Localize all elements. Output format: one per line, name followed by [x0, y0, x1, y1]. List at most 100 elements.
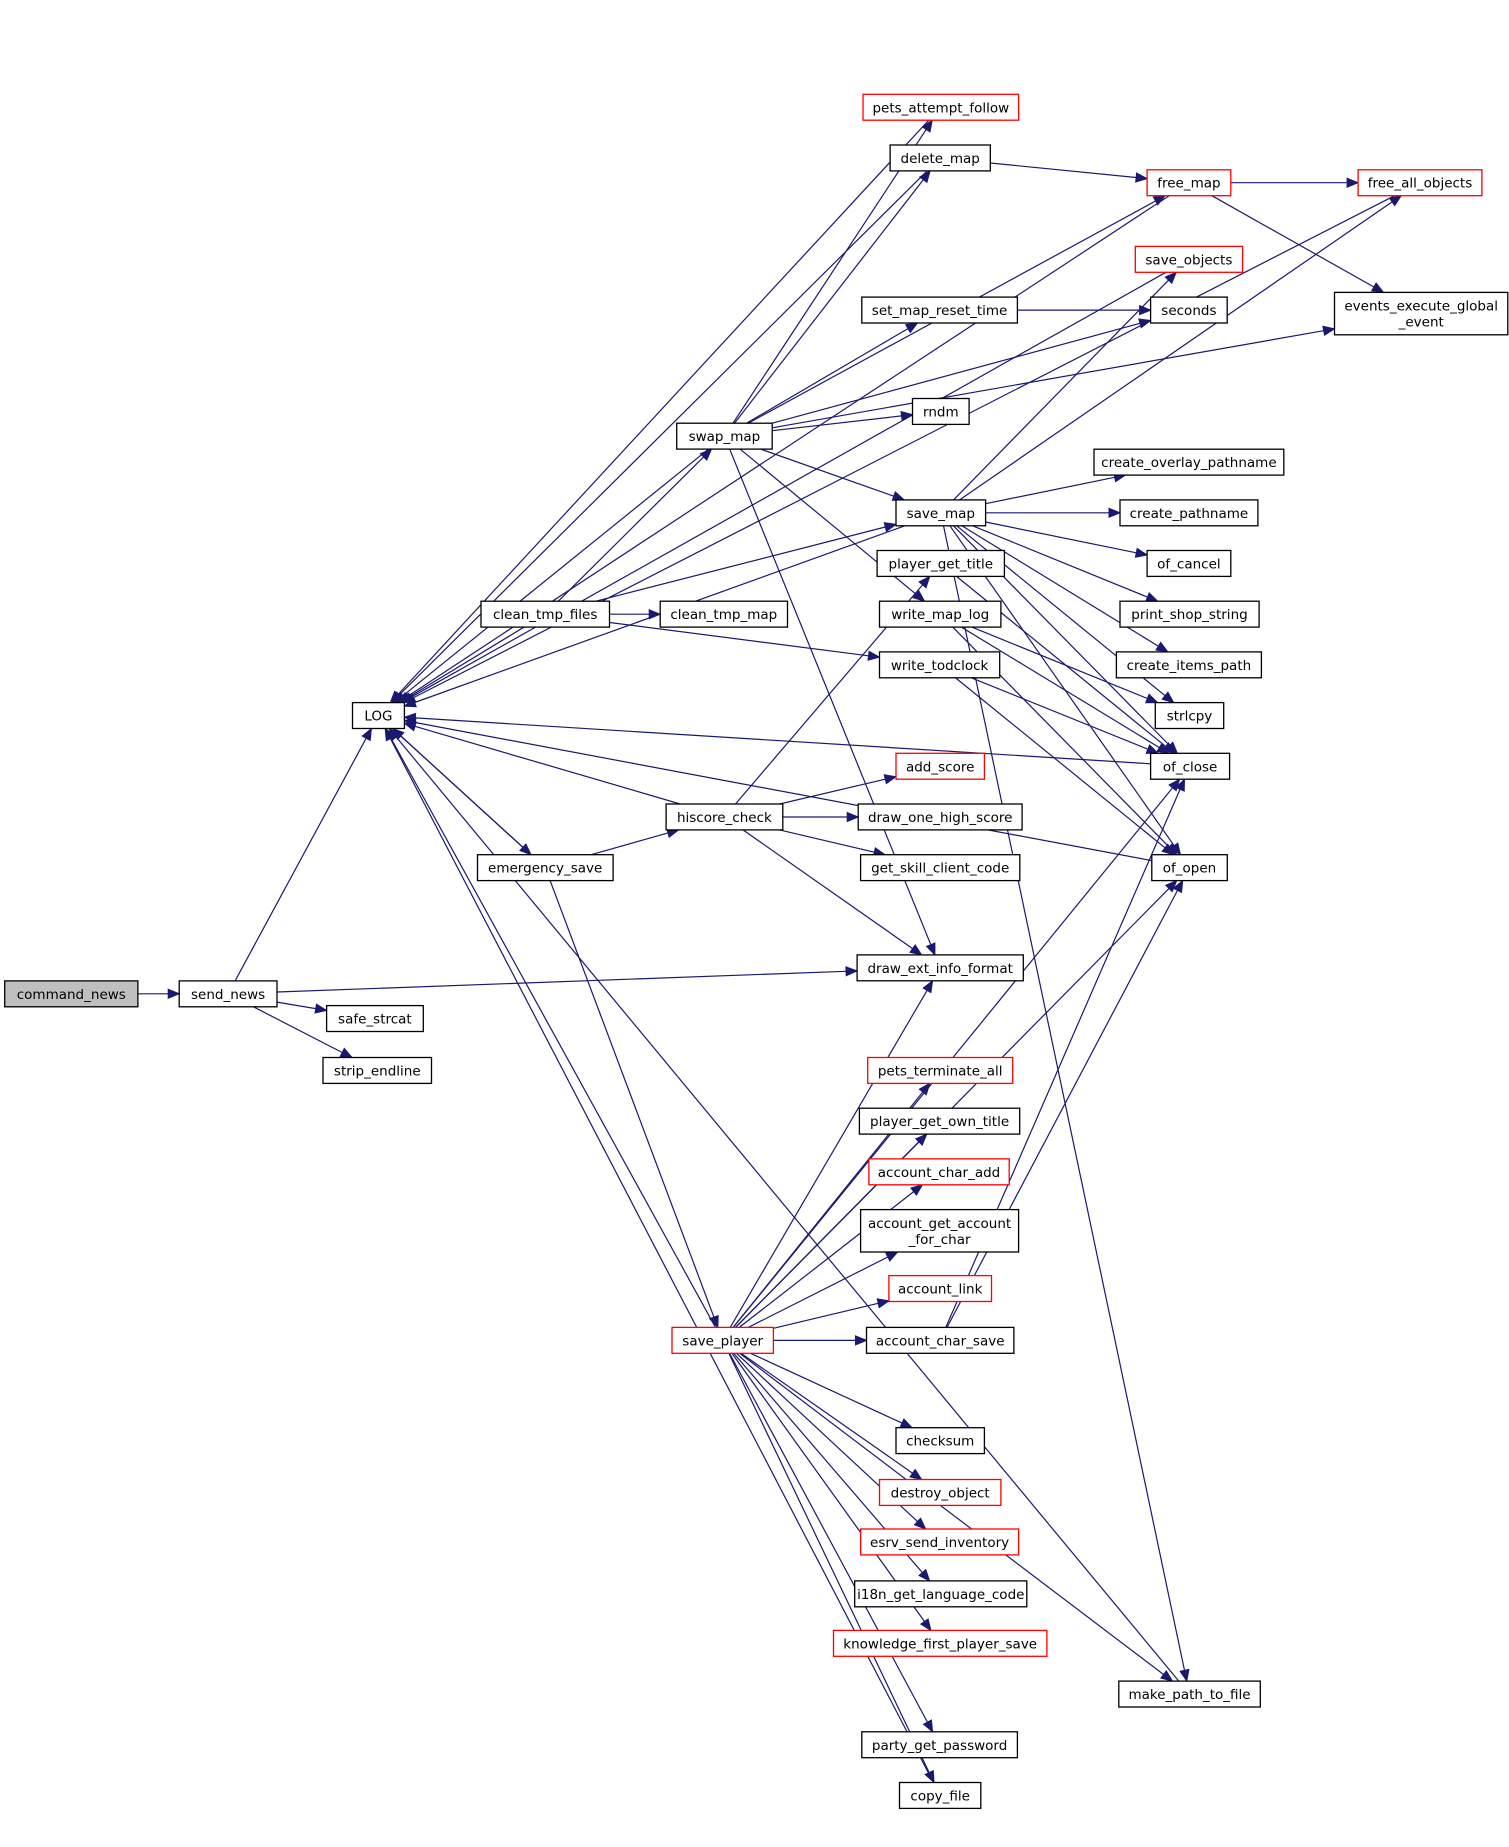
node-box [1154, 701, 1225, 730]
edge-save_objects-to-LOG [400, 271, 1167, 704]
node-checksum[interactable]: checksum [895, 1427, 986, 1455]
node-party-get-password[interactable]: party_get_password [861, 1731, 1019, 1759]
node-save-map[interactable]: save_map [895, 499, 987, 527]
node-box [1333, 291, 1509, 336]
edge-hiscore_check-to-draw_ext_info_format [742, 829, 923, 956]
node-save-objects[interactable]: save_objects [1134, 245, 1244, 273]
node-create-overlay-pathname[interactable]: create_overlay_pathname [1093, 448, 1285, 476]
node-account-get-account-for-char[interactable]: account_get_account_for_char [859, 1208, 1020, 1253]
node-strlcpy[interactable]: strlcpy [1154, 701, 1225, 730]
node-draw-ext-info-format[interactable]: draw_ext_info_format [856, 954, 1024, 982]
node-clean-tmp-files[interactable]: clean_tmp_files [480, 600, 611, 628]
node-set-map-reset-time[interactable]: set_map_reset_time [861, 296, 1019, 324]
node-box [888, 1274, 993, 1303]
node-account-char-save[interactable]: account_char_save [865, 1326, 1015, 1354]
edge-line [410, 271, 1167, 698]
edge-line [734, 179, 924, 424]
node-write-map-log[interactable]: write_map_log [878, 600, 1002, 628]
edge-line [985, 476, 1115, 505]
node-box [1119, 499, 1259, 527]
node-of-close[interactable]: of_close [1149, 752, 1231, 780]
node-of-open[interactable]: of_open [1151, 854, 1228, 882]
edge-line [414, 725, 681, 805]
node-account-char-add[interactable]: account_char_add [868, 1158, 1010, 1186]
edge-line [276, 1001, 316, 1010]
arrowhead [876, 1298, 891, 1309]
node-player-get-own-title[interactable]: player_get_own_title [858, 1107, 1021, 1135]
node-swap-map[interactable]: swap_map [676, 422, 773, 450]
node-label: LOG [364, 709, 392, 725]
node-make-path-to-file[interactable]: make_path_to_file [1118, 1680, 1261, 1708]
node-destroy-object[interactable]: destroy_object [878, 1478, 1002, 1507]
edge-of_open-to-LOG [403, 717, 1152, 862]
node-command-news[interactable]: command_news [4, 980, 139, 1008]
node-label: draw_ext_info_format [867, 961, 1012, 977]
edge-save_player-to-draw_ext_info_format [729, 979, 934, 1328]
node-create-items-path[interactable]: create_items_path [1115, 651, 1263, 679]
node-strip-endline[interactable]: strip_endline [322, 1056, 433, 1085]
node-label: write_map_log [891, 607, 989, 623]
node-emergency-save[interactable]: emergency_save [476, 854, 614, 882]
node-label: free_map [1157, 176, 1220, 192]
arrowhead [1160, 1670, 1174, 1682]
arrowhead [339, 1047, 354, 1059]
node-add-score[interactable]: add_score [895, 752, 986, 780]
node-events-execute-global-event[interactable]: events_execute_global_event [1333, 291, 1509, 336]
node-copy-file[interactable]: copy_file [898, 1781, 982, 1810]
node-label: create_items_path [1127, 658, 1252, 674]
node-i18n-get-language-code[interactable]: i18n_get_language_code [854, 1580, 1028, 1608]
node-seconds[interactable]: seconds [1149, 296, 1228, 324]
node-label: strlcpy [1167, 709, 1213, 725]
node-account-link[interactable]: account_link [888, 1274, 993, 1303]
node-box [1115, 651, 1263, 679]
edge-send_news-to-LOG [234, 727, 373, 982]
node-label: set_map_reset_time [872, 303, 1008, 319]
node-of-cancel[interactable]: of_cancel [1146, 549, 1232, 578]
node-label: draw_one_high_score [868, 810, 1013, 826]
edge-line [942, 525, 1186, 1671]
node-free-all-objects[interactable]: free_all_objects [1357, 169, 1483, 197]
node-send-news[interactable]: send_news [178, 980, 278, 1008]
node-pets-terminate-all[interactable]: pets_terminate_all [867, 1056, 1014, 1085]
node-LOG[interactable]: LOG [351, 701, 406, 730]
node-label: command_news [17, 987, 126, 1003]
edge-save_map-to-make_path_to_file [942, 525, 1190, 1683]
node-clean-tmp-map[interactable]: clean_tmp_map [659, 600, 789, 628]
edge-line [949, 525, 1175, 847]
node-box [1119, 600, 1260, 628]
node-create-pathname[interactable]: create_pathname [1119, 499, 1259, 527]
arrowhead [1108, 507, 1122, 519]
arrowhead [925, 942, 936, 957]
node-print-shop-string[interactable]: print_shop_string [1119, 600, 1260, 628]
node-free-map[interactable]: free_map [1146, 169, 1232, 197]
node-player-get-title[interactable]: player_get_title [876, 549, 1006, 578]
node-esrv-send-inventory[interactable]: esrv_send_inventory [859, 1528, 1020, 1556]
node-write-todclock[interactable]: write_todclock [878, 651, 1001, 679]
node-label: checksum [906, 1434, 974, 1450]
edge-line [959, 201, 1393, 501]
node-label: of_close [1163, 759, 1218, 775]
node-box [858, 1107, 1021, 1135]
node-safe-strcat[interactable]: safe_strcat [325, 1004, 424, 1033]
arrowhead [855, 1335, 868, 1346]
arrowhead [519, 843, 532, 856]
node-save-player[interactable]: save_player [671, 1326, 775, 1354]
edge-free_map-to-free_all_objects [1230, 177, 1360, 188]
arrowhead [314, 1003, 328, 1014]
node-label: swap_map [689, 429, 761, 445]
edge-save_player-to-account_link [773, 1298, 891, 1329]
node-get-skill-client-code[interactable]: get_skill_client_code [859, 854, 1021, 882]
node-delete-map[interactable]: delete_map [889, 144, 991, 172]
edge-save_player-to-destroy_object [740, 1352, 923, 1481]
edge-line [729, 989, 928, 1328]
node-knowledge-first-player-save[interactable]: knowledge_first_player_save [832, 1629, 1048, 1657]
arrowhead [867, 650, 881, 661]
node-rndm[interactable]: rndm [911, 397, 970, 426]
node-box [1149, 296, 1228, 324]
node-box [856, 954, 1024, 982]
node-box [865, 1326, 1015, 1354]
node-draw-one-high-score[interactable]: draw_one_high_score [857, 803, 1023, 831]
node-hiscore-check[interactable]: hiscore_check [665, 803, 784, 831]
arrowhead [918, 169, 931, 184]
node-pets-attempt-follow[interactable]: pets_attempt_follow [862, 93, 1020, 121]
